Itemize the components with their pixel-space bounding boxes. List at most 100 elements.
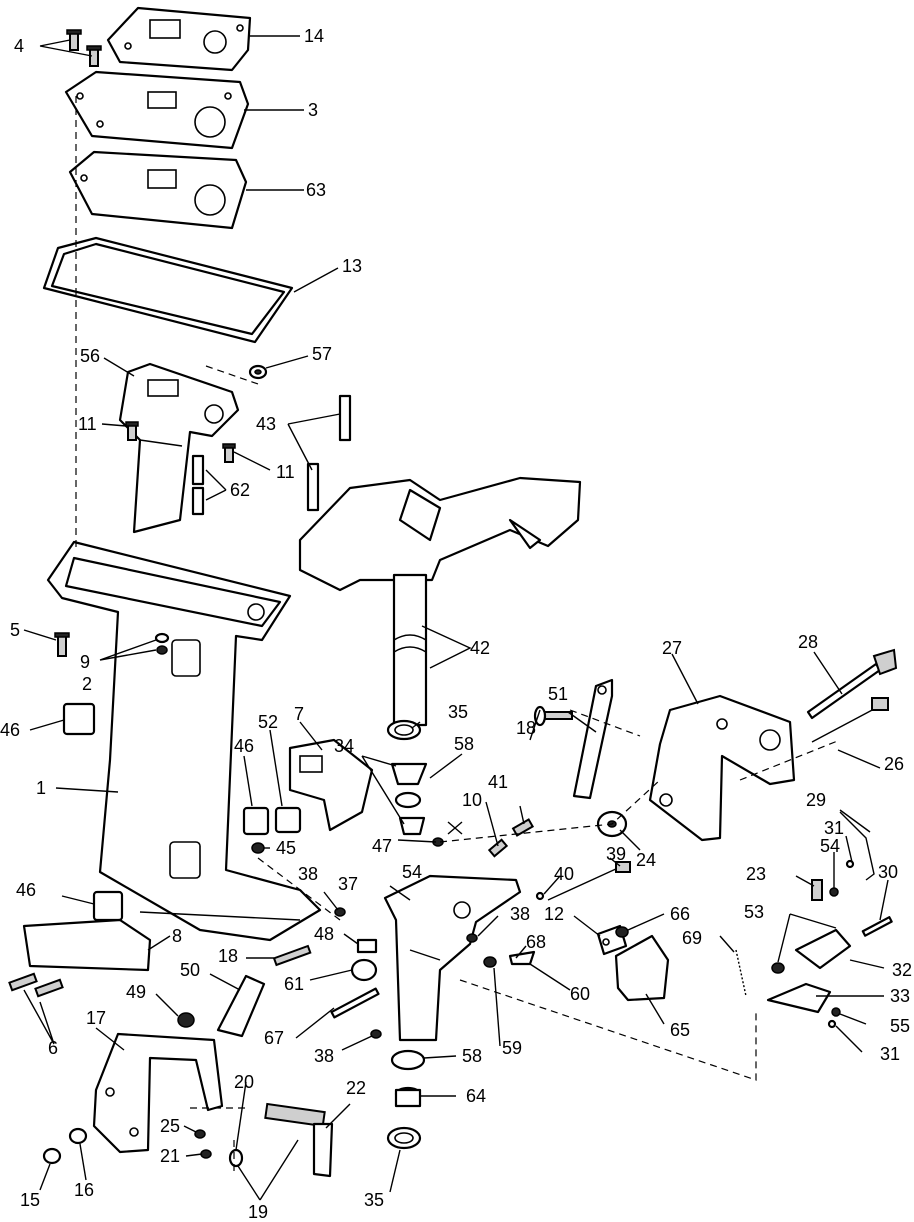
bracket-33 bbox=[766, 982, 832, 1014]
label-66: 66 bbox=[670, 904, 690, 924]
washer-61 bbox=[350, 958, 378, 982]
nut-15 bbox=[42, 1147, 62, 1165]
steering-arm-42 bbox=[298, 476, 582, 727]
label-15: 15 bbox=[20, 1190, 40, 1210]
screw-4a bbox=[66, 29, 82, 51]
label-31a: 31 bbox=[824, 818, 844, 838]
screw-10 bbox=[487, 838, 509, 858]
label-41: 41 bbox=[488, 772, 508, 792]
label-18a: 18 bbox=[516, 718, 536, 738]
screw-11b bbox=[222, 443, 236, 463]
o-ring-58b bbox=[390, 1049, 426, 1071]
clip-x bbox=[447, 821, 463, 835]
label-27: 27 bbox=[662, 638, 682, 658]
pins-43 bbox=[306, 394, 352, 512]
label-1: 1 bbox=[36, 778, 46, 798]
bushing-66 bbox=[615, 926, 629, 938]
label-35a: 35 bbox=[448, 702, 468, 722]
label-26: 26 bbox=[884, 754, 904, 774]
label-64: 64 bbox=[466, 1086, 486, 1106]
clamp-cover-8 bbox=[22, 918, 152, 972]
pad-46a bbox=[62, 702, 96, 736]
screw-21 bbox=[200, 1149, 212, 1159]
label-3: 3 bbox=[308, 100, 318, 120]
label-38c: 38 bbox=[314, 1046, 334, 1066]
callout-labels: 4 14 3 63 13 56 57 11 43 11 62 5 9 2 42 … bbox=[0, 26, 912, 1222]
label-67: 67 bbox=[264, 1028, 284, 1048]
nut-53 bbox=[771, 962, 785, 974]
label-58b: 58 bbox=[462, 1046, 482, 1066]
bushing-49 bbox=[177, 1012, 195, 1028]
label-12: 12 bbox=[544, 904, 564, 924]
nut-55 bbox=[831, 1007, 841, 1017]
label-39: 39 bbox=[606, 844, 626, 864]
bracket-7 bbox=[288, 738, 374, 832]
label-45: 45 bbox=[276, 838, 296, 858]
label-35b: 35 bbox=[364, 1190, 384, 1210]
label-43: 43 bbox=[256, 414, 276, 434]
nut-2 bbox=[156, 645, 168, 655]
bracket-65 bbox=[614, 934, 670, 1002]
screw-18b bbox=[272, 944, 312, 967]
bolt-30 bbox=[861, 916, 893, 937]
spring-59 bbox=[483, 956, 497, 968]
bushing-47 bbox=[398, 816, 426, 836]
label-14: 14 bbox=[304, 26, 324, 46]
screw-4b bbox=[86, 45, 102, 67]
arm-50 bbox=[216, 974, 266, 1038]
arm-51 bbox=[572, 678, 614, 800]
rod-29 bbox=[839, 811, 875, 881]
washer-16 bbox=[68, 1127, 88, 1145]
label-46c: 46 bbox=[16, 880, 36, 900]
label-23: 23 bbox=[746, 864, 766, 884]
label-48: 48 bbox=[314, 924, 334, 944]
pins-62 bbox=[191, 454, 205, 516]
label-54a: 54 bbox=[402, 862, 422, 882]
label-50: 50 bbox=[180, 960, 200, 980]
alignment-lines bbox=[75, 96, 841, 1172]
label-28: 28 bbox=[798, 632, 818, 652]
label-46b: 46 bbox=[234, 736, 254, 756]
pad-46b bbox=[242, 806, 270, 836]
label-46a: 46 bbox=[0, 720, 20, 740]
label-40: 40 bbox=[554, 864, 574, 884]
bolt-28 bbox=[806, 648, 898, 720]
screw-38b bbox=[466, 933, 478, 943]
label-69: 69 bbox=[682, 928, 702, 948]
screw-5 bbox=[54, 632, 70, 657]
label-42: 42 bbox=[470, 638, 490, 658]
leader-lines bbox=[23, 35, 889, 1201]
label-37: 37 bbox=[338, 874, 358, 894]
screw-25 bbox=[194, 1129, 206, 1139]
label-19: 19 bbox=[248, 1202, 268, 1222]
bushing-35a bbox=[386, 719, 422, 741]
washer-9 bbox=[154, 632, 170, 644]
wire-26 bbox=[811, 697, 889, 743]
label-17: 17 bbox=[86, 1008, 106, 1028]
label-21: 21 bbox=[160, 1146, 180, 1166]
label-32: 32 bbox=[892, 960, 912, 980]
bushing-35b bbox=[386, 1126, 422, 1150]
label-38a: 38 bbox=[298, 864, 318, 884]
o-ring-58a bbox=[394, 791, 422, 809]
label-58a: 58 bbox=[454, 734, 474, 754]
label-13: 13 bbox=[342, 256, 362, 276]
screw-11a bbox=[125, 421, 139, 441]
label-54b: 54 bbox=[820, 836, 840, 856]
clip-68 bbox=[508, 950, 536, 966]
label-38b: 38 bbox=[510, 904, 530, 924]
stern-bracket-27 bbox=[648, 694, 796, 842]
label-7: 7 bbox=[294, 704, 304, 724]
label-8: 8 bbox=[172, 926, 182, 946]
label-47: 47 bbox=[372, 836, 392, 856]
spring-23 bbox=[811, 879, 823, 901]
label-59: 59 bbox=[502, 1038, 522, 1058]
seal-ring-13 bbox=[42, 236, 294, 344]
swivel-bracket-37 bbox=[383, 874, 522, 1042]
label-2: 2 bbox=[82, 674, 92, 694]
label-22: 22 bbox=[346, 1078, 366, 1098]
label-62: 62 bbox=[230, 480, 250, 500]
label-10: 10 bbox=[462, 790, 482, 810]
label-4: 4 bbox=[14, 36, 24, 56]
